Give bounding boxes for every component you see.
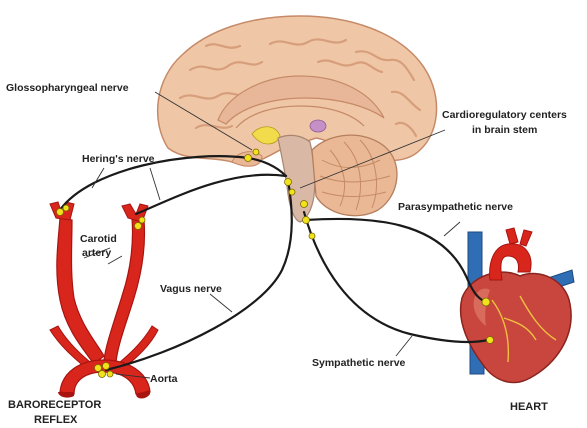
vagus-nerve-label: Vagus nerve <box>160 283 222 295</box>
parasympathetic-nerve <box>306 219 482 300</box>
aorta-label: Aorta <box>150 373 178 385</box>
herings-nerve-label: Hering's nerve <box>82 153 155 165</box>
glossopharyngeal-nerve-label: Glossopharyngeal nerve <box>6 82 129 94</box>
nerve-pathways <box>60 156 488 370</box>
cerebellum <box>312 135 397 216</box>
carotid-artery-label-line1: Carotid <box>80 233 117 245</box>
sympathetic-nerve-label: Sympathetic nerve <box>312 357 406 369</box>
sympathetic-nerve <box>304 212 488 342</box>
brain-stem <box>278 135 315 222</box>
baroreceptor-reflex-label-line1: BARORECEPTOR <box>8 399 101 411</box>
heart-label: HEART <box>510 401 548 413</box>
carotid-artery-label-line2: artery <box>82 247 111 259</box>
cardioregulatory-centers-label-line2: in brain stem <box>472 124 537 136</box>
receptor-ganglia <box>57 149 494 378</box>
parasympathetic-nerve-label: Parasympathetic nerve <box>398 201 513 213</box>
baroreceptor-reflex-label-line2: REFLEX <box>34 414 78 426</box>
thalamus <box>310 120 326 132</box>
heart-illustration <box>461 228 574 382</box>
cardioregulatory-centers-label-line1: Cardioregulatory centers <box>442 109 567 121</box>
